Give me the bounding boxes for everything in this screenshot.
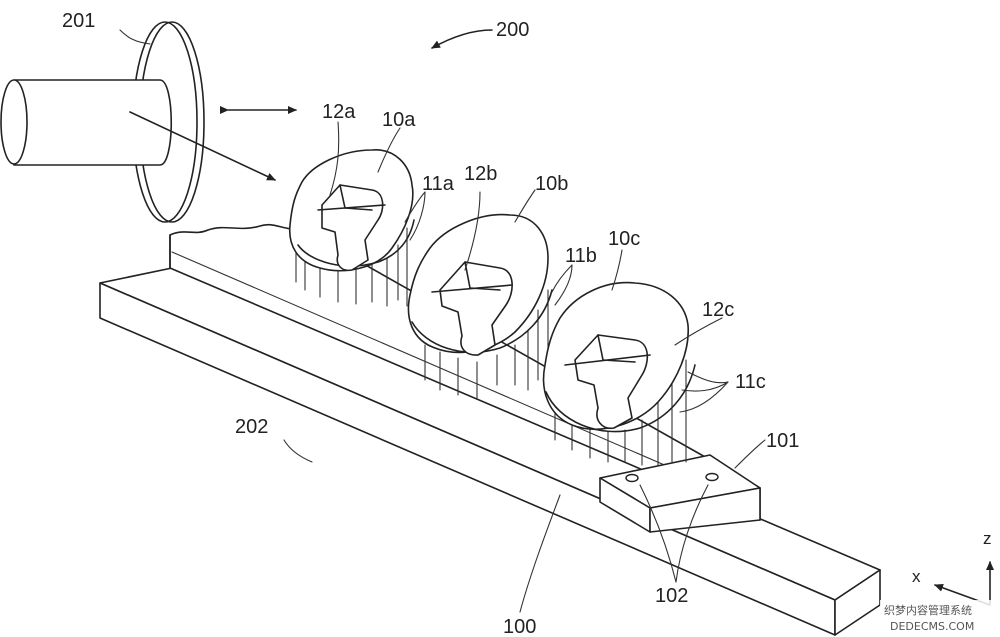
watermark: 织梦内容管理系统 DEDECMS.COM	[880, 600, 998, 636]
label-10c: 10c	[608, 228, 640, 250]
label-11c: 11c	[735, 371, 766, 393]
axis-indicator: z x	[912, 529, 994, 606]
hole-2	[705, 472, 719, 482]
label-102: 102	[655, 585, 688, 607]
label-101: 101	[766, 430, 799, 452]
leader-lines	[119, 29, 766, 613]
label-200: 200	[496, 19, 529, 41]
label-100: 100	[503, 616, 536, 637]
label-202: 202	[235, 416, 268, 438]
bracket-10c	[542, 281, 696, 466]
label-10b: 10b	[535, 173, 568, 195]
axis-x-label: x	[912, 567, 921, 586]
label-11a: 11a	[422, 173, 455, 195]
reference-labels: 201 200 12a 10a 11a 12b 10b 11b 10c 12c …	[62, 10, 799, 637]
svg-text:DEDECMS.COM: DEDECMS.COM	[890, 620, 974, 633]
bracket-10a	[288, 149, 415, 307]
hole-1	[625, 473, 639, 483]
label-11b: 11b	[565, 245, 597, 267]
label-12a: 12a	[322, 101, 356, 123]
label-12b: 12b	[464, 163, 497, 185]
svg-text:织梦内容管理系统: 织梦内容管理系统	[884, 603, 972, 617]
axis-z-label: z	[983, 529, 992, 548]
substrate-block	[599, 454, 761, 533]
label-10a: 10a	[382, 109, 416, 131]
bracket-10b	[407, 213, 553, 399]
label-201: 201	[62, 10, 95, 32]
source-201	[0, 21, 276, 223]
label-12c: 12c	[702, 299, 734, 321]
arrow-200	[431, 29, 493, 49]
